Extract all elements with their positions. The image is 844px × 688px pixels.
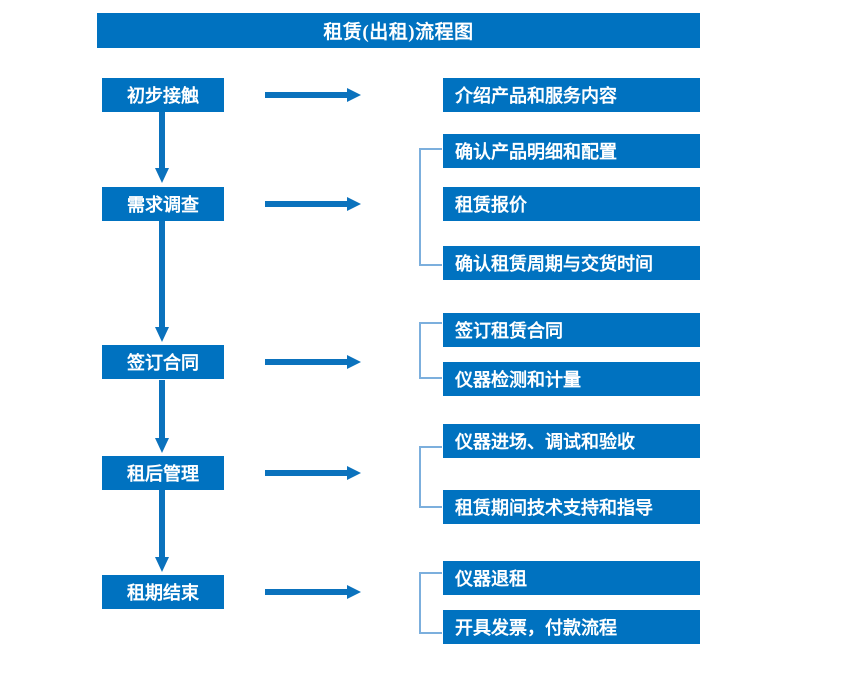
stage-box-1[interactable]: 初步接触 xyxy=(102,78,224,112)
vertical-arrow-4-5 xyxy=(153,490,171,573)
flowchart-title-bar: 租赁(出租)流程图 xyxy=(97,13,700,48)
detail-label-4-2: 租赁期间技术支持和指导 xyxy=(455,498,653,518)
detail-box-4-1[interactable]: 仪器进场、调试和验收 xyxy=(443,424,700,458)
vertical-arrow-3-4 xyxy=(153,380,171,454)
detail-box-3-1[interactable]: 签订租赁合同 xyxy=(443,313,700,347)
detail-box-5-1[interactable]: 仪器退租 xyxy=(443,561,700,595)
horizontal-arrow-1 xyxy=(265,88,361,102)
detail-label-5-1: 仪器退租 xyxy=(455,569,527,589)
group-bracket-5 xyxy=(419,572,442,634)
detail-label-5-2: 开具发票，付款流程 xyxy=(455,618,617,638)
detail-label-3-2: 仪器检测和计量 xyxy=(455,370,581,390)
detail-box-1-1[interactable]: 介绍产品和服务内容 xyxy=(443,78,700,112)
detail-box-4-2[interactable]: 租赁期间技术支持和指导 xyxy=(443,490,700,524)
detail-box-3-2[interactable]: 仪器检测和计量 xyxy=(443,362,700,396)
detail-box-2-2[interactable]: 租赁报价 xyxy=(443,187,700,221)
horizontal-arrow-2 xyxy=(265,197,361,211)
vertical-arrow-1-2 xyxy=(153,112,171,184)
stage-box-5[interactable]: 租期结束 xyxy=(102,575,224,609)
horizontal-arrow-3 xyxy=(265,355,361,369)
detail-label-1-1: 介绍产品和服务内容 xyxy=(455,86,617,106)
stage-box-4[interactable]: 租后管理 xyxy=(102,456,224,490)
detail-label-2-3: 确认租赁周期与交货时间 xyxy=(455,254,653,274)
group-bracket-2 xyxy=(419,148,442,266)
detail-label-4-1: 仪器进场、调试和验收 xyxy=(455,432,635,452)
stage-label-4: 租后管理 xyxy=(127,464,199,484)
stage-box-3[interactable]: 签订合同 xyxy=(102,345,224,379)
page-title: 租赁(出租)流程图 xyxy=(323,22,474,43)
stage-label-3: 签订合同 xyxy=(127,353,199,373)
detail-box-5-2[interactable]: 开具发票，付款流程 xyxy=(443,610,700,644)
stage-label-5: 租期结束 xyxy=(127,583,199,603)
group-bracket-4 xyxy=(419,446,442,508)
horizontal-arrow-4 xyxy=(265,466,361,480)
detail-label-2-2: 租赁报价 xyxy=(455,195,527,215)
stage-label-2: 需求调查 xyxy=(127,195,199,215)
vertical-arrow-2-3 xyxy=(153,221,171,343)
horizontal-arrow-5 xyxy=(265,585,361,599)
stage-label-1: 初步接触 xyxy=(127,86,199,106)
detail-box-2-1[interactable]: 确认产品明细和配置 xyxy=(443,134,700,168)
detail-label-3-1: 签订租赁合同 xyxy=(455,321,563,341)
detail-box-2-3[interactable]: 确认租赁周期与交货时间 xyxy=(443,246,700,280)
detail-label-2-1: 确认产品明细和配置 xyxy=(455,142,617,162)
group-bracket-3 xyxy=(419,322,442,379)
stage-box-2[interactable]: 需求调查 xyxy=(102,187,224,221)
